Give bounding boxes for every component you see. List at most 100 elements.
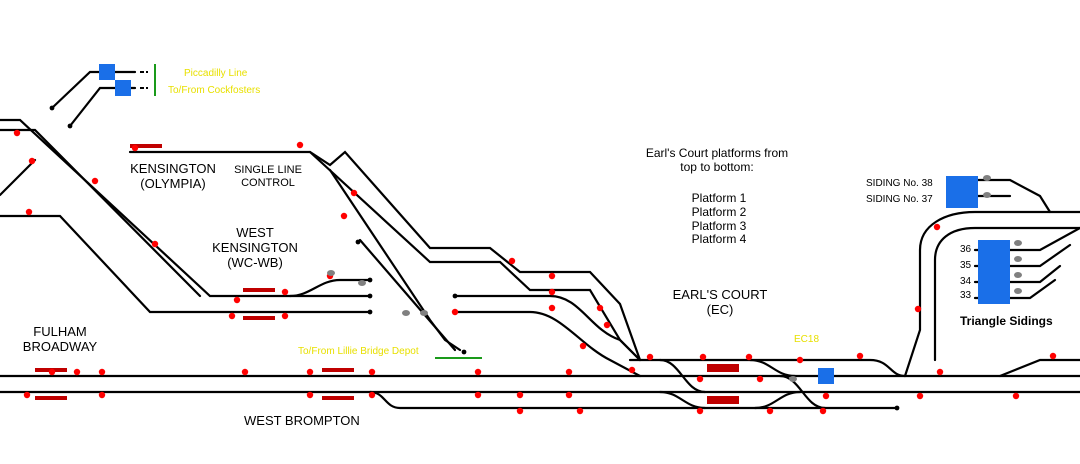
station-earls-court[interactable]: EARL'S COURT (EC) [660,287,780,318]
track-diag-1 [0,118,372,298]
signal-icon[interactable] [856,352,864,360]
signal-icon[interactable] [474,391,482,399]
signal-icon[interactable] [548,304,556,312]
triangle-sidings-label[interactable]: Triangle Sidings [960,314,1053,328]
signal-icon[interactable] [933,223,941,231]
shunt-signal-icon[interactable] [1014,256,1022,262]
triangle-number-33: 33 [960,290,972,301]
signal-icon[interactable] [28,157,36,165]
signal-icon[interactable] [48,368,56,376]
station-west-kensington[interactable]: WEST KENSINGTON (WC-WB) [200,225,310,271]
signal-icon[interactable] [13,129,21,137]
signal-icon[interactable] [696,407,704,415]
signal-icon[interactable] [281,312,289,320]
signal-icon[interactable] [98,391,106,399]
lillie-bridge-label: To/From Lillie Bridge Depot [298,346,419,357]
signal-icon[interactable] [822,392,830,400]
track-crossover-ec-c [748,358,797,378]
train-block-piccadilly-1[interactable] [99,64,115,80]
signal-icon[interactable] [516,391,524,399]
station-fulham-broadway[interactable]: FULHAM BROADWAY [10,324,110,355]
shunt-signal-icon[interactable] [789,376,797,382]
signal-icon[interactable] [548,288,556,296]
platform-wk-2 [243,316,275,320]
signal-icon[interactable] [306,368,314,376]
signal-icon[interactable] [508,257,516,265]
annotation-line: To/From Cockfosters [168,85,261,96]
station-name-line: (OLYMPIA) [140,175,206,191]
signal-icon[interactable] [914,305,922,313]
signal-icon[interactable] [233,296,241,304]
shunt-signal-icon[interactable] [983,192,991,198]
signal-icon[interactable] [281,288,289,296]
signal-icon[interactable] [628,366,636,374]
train-block-piccadilly-2[interactable] [115,80,131,96]
signal-icon[interactable] [548,272,556,280]
signal-icon[interactable] [25,208,33,216]
signal-icon[interactable] [241,368,249,376]
train-block-tri-34[interactable] [978,272,1010,288]
shunt-signal-icon[interactable] [327,270,335,276]
signal-icon[interactable] [151,240,159,248]
triangle-number-35: 35 [960,260,972,271]
signal-icon[interactable] [699,353,707,361]
track-earls-court-top [628,358,907,378]
signal-icon[interactable] [350,189,358,197]
signal-icon[interactable] [1012,392,1020,400]
signal-icon[interactable] [98,368,106,376]
signal-icon[interactable] [565,391,573,399]
signal-icon[interactable] [766,407,774,415]
signal-icon[interactable] [516,407,524,415]
train-block-tri-35[interactable] [978,256,1010,272]
signal-icon[interactable] [936,368,944,376]
signal-icon[interactable] [579,342,587,350]
signal-icon[interactable] [131,144,139,152]
shunt-signal-icon[interactable] [1014,272,1022,278]
signal-icon[interactable] [368,391,376,399]
signal-icon[interactable] [451,308,459,316]
train-block-ec18[interactable] [818,368,834,384]
shunt-signal-icon[interactable] [1014,288,1022,294]
signal-icon[interactable] [1049,352,1057,360]
signal-icon[interactable] [646,353,654,361]
platform-ec-1 [707,364,739,372]
shunt-signal-icon[interactable] [983,175,991,181]
platform-wb-2 [322,396,354,400]
signal-icon[interactable] [576,407,584,415]
train-block-siding-38[interactable] [946,176,978,192]
signal-icon[interactable] [91,177,99,185]
platform-kensington [130,144,162,148]
track-lillie-1 [328,168,462,352]
signal-icon[interactable] [565,368,573,376]
signal-icon[interactable] [340,212,348,220]
signal-icon[interactable] [23,391,31,399]
triangle-number-34: 34 [960,276,972,287]
shunt-signal-icon[interactable] [358,280,366,286]
shunt-signal-icon[interactable] [420,310,428,316]
signal-icon[interactable] [745,353,753,361]
signal-icon[interactable] [819,407,827,415]
signal-icon[interactable] [596,304,604,312]
station-west-brompton[interactable]: WEST BROMPTON [244,413,360,428]
signal-icon[interactable] [756,375,764,383]
track-triangle-curve-2 [933,226,1080,362]
shunt-signal-icon[interactable] [1014,240,1022,246]
signal-icon[interactable] [916,392,924,400]
signal-icon[interactable] [296,141,304,149]
station-name-line: KENSINGTON [130,161,216,176]
station-kensington-olympia[interactable]: KENSINGTON (OLYMPIA) [118,161,228,192]
signal-icon[interactable] [306,391,314,399]
shunt-signal-icon[interactable] [402,310,410,316]
annotation-line: Piccadilly Line [184,68,248,79]
signal-icon[interactable] [474,368,482,376]
train-block-siding-37[interactable] [946,192,978,208]
signal-icon[interactable] [368,368,376,376]
signal-icon[interactable] [603,321,611,329]
train-block-tri-36[interactable] [978,240,1010,256]
station-name-line: EARL'S COURT [672,287,768,302]
signal-icon[interactable] [796,356,804,364]
signal-icon[interactable] [696,375,704,383]
signal-icon[interactable] [228,312,236,320]
signal-icon[interactable] [73,368,81,376]
train-block-tri-33[interactable] [978,288,1010,304]
